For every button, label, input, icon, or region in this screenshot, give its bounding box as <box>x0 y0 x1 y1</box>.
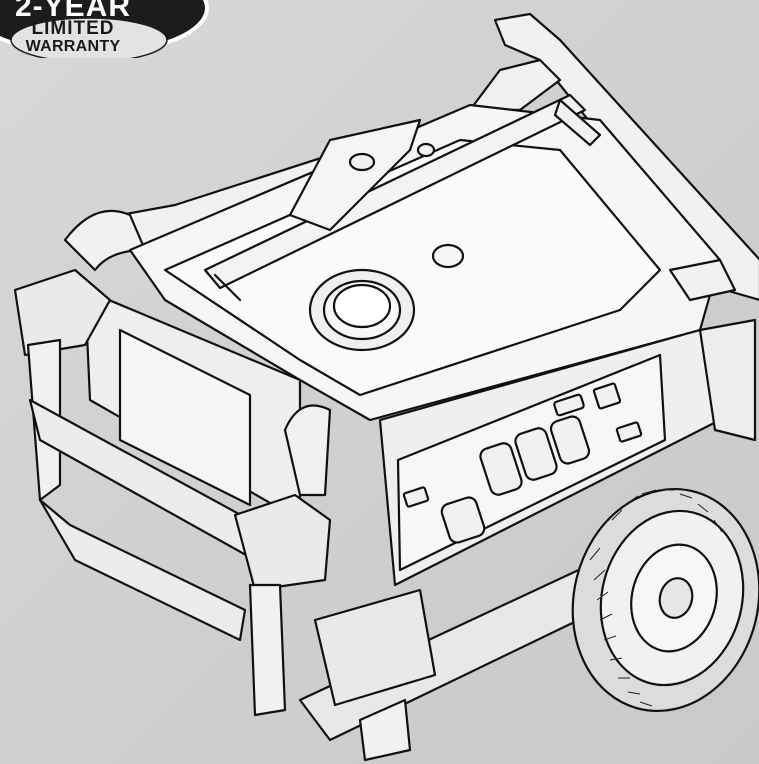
warranty-badge: 2-YEAR LIMITED WARRANTY <box>0 0 212 58</box>
badge-oval-shape <box>0 0 209 58</box>
badge-year-text: 2-YEAR <box>14 0 132 23</box>
badge-warranty-text: WARRANTY <box>25 38 121 55</box>
badge-limited-text: LIMITED <box>31 18 115 39</box>
